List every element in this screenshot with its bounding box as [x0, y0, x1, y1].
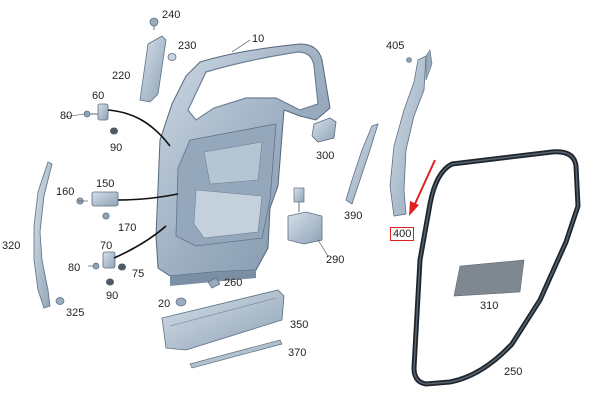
- callout-240: 240: [162, 9, 181, 21]
- door-seal-250: [411, 149, 581, 387]
- trim-400: [389, 49, 433, 217]
- callout-220: 220: [112, 70, 131, 82]
- callout-300: 300: [316, 150, 335, 162]
- callout-80-upper: 80: [60, 110, 73, 122]
- door-shell-part: [155, 43, 331, 286]
- seal-strip-220: [139, 17, 167, 103]
- trim-strip-320: [33, 161, 65, 309]
- trim-390: [345, 123, 379, 205]
- lower-trim-350: [161, 289, 285, 351]
- moulding-370: [189, 339, 283, 369]
- callout-325: 325: [66, 307, 85, 319]
- leader-lines: [63, 39, 329, 267]
- module-290: [287, 187, 323, 245]
- clip-230: [167, 53, 177, 61]
- callout-230: 230: [178, 40, 197, 52]
- callout-160: 160: [56, 186, 75, 198]
- callout-150: 150: [96, 178, 115, 190]
- hinge-upper-60: [83, 103, 171, 147]
- callout-260: 260: [224, 277, 243, 289]
- callout-250: 250: [504, 366, 523, 378]
- callout-75: 75: [132, 268, 145, 280]
- callout-70: 70: [100, 240, 113, 252]
- callout-405: 405: [386, 40, 405, 52]
- callout-310: 310: [480, 300, 499, 312]
- callout-10: 10: [252, 33, 265, 45]
- callout-370: 370: [288, 347, 307, 359]
- callout-60: 60: [92, 90, 105, 102]
- callout-390: 390: [344, 210, 363, 222]
- callout-90-upper: 90: [110, 142, 123, 154]
- callout-290: 290: [326, 254, 345, 266]
- insulation-pad-310: [453, 259, 525, 297]
- callout-80-lower: 80: [68, 262, 81, 274]
- callout-170: 170: [118, 222, 137, 234]
- hinge-lower-70: [92, 225, 167, 286]
- plug-20: [175, 297, 187, 307]
- callout-320: 320: [2, 240, 21, 252]
- callout-20: 20: [158, 298, 171, 310]
- callout-90-lower: 90: [106, 290, 119, 302]
- highlight-arrow: [409, 159, 436, 216]
- bracket-300: [311, 117, 337, 143]
- callout-350: 350: [290, 319, 309, 331]
- clip-260: [207, 277, 221, 289]
- callout-400-highlighted: 400: [390, 227, 415, 241]
